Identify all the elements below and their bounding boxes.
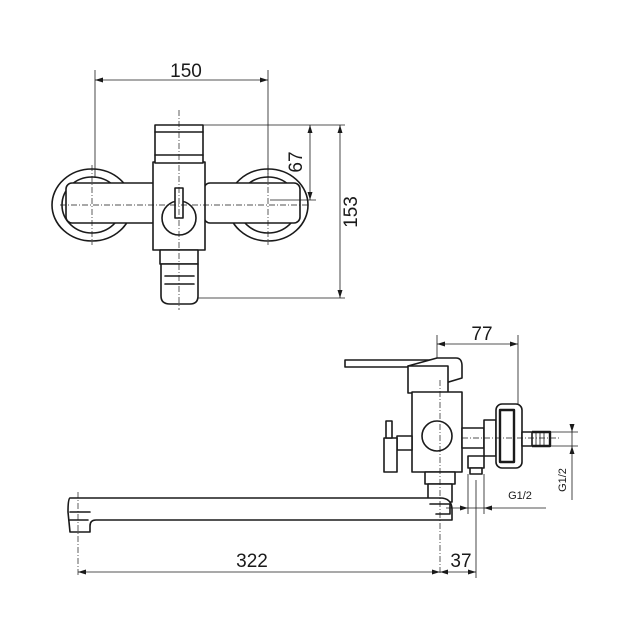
dimension-g12-bottom: G1/2 xyxy=(446,474,546,514)
diverter-knob xyxy=(383,420,413,473)
mixer-body-side xyxy=(411,391,463,503)
dimension-label-77: 77 xyxy=(471,324,492,345)
dimension-label-37: 37 xyxy=(450,551,471,572)
top-view: 150 xyxy=(51,61,362,310)
dimension-153: 153 xyxy=(198,125,362,299)
lever-handle xyxy=(344,357,463,394)
thread-label-side: G1/2 xyxy=(557,468,569,492)
dimension-77: 77 xyxy=(436,324,519,410)
shower-outlet xyxy=(467,455,485,475)
mixer-body-top xyxy=(60,110,310,310)
side-view: 77 xyxy=(67,324,578,578)
dimension-37: 37 xyxy=(440,480,477,578)
thread-label-bottom: G1/2 xyxy=(508,490,532,502)
dimension-g12-side: G1/2 xyxy=(550,424,578,500)
dimension-label-67: 67 xyxy=(286,151,307,172)
dimension-150: 150 xyxy=(94,61,269,178)
dimension-67: 67 xyxy=(203,124,345,201)
left-eccentric xyxy=(51,165,159,245)
eccentric-connection xyxy=(461,403,560,469)
dimension-322: 322 xyxy=(78,551,440,575)
spout xyxy=(67,380,453,575)
dimension-label-322: 322 xyxy=(236,551,268,572)
dimension-label-150: 150 xyxy=(170,61,202,82)
dimension-label-153: 153 xyxy=(341,196,362,228)
